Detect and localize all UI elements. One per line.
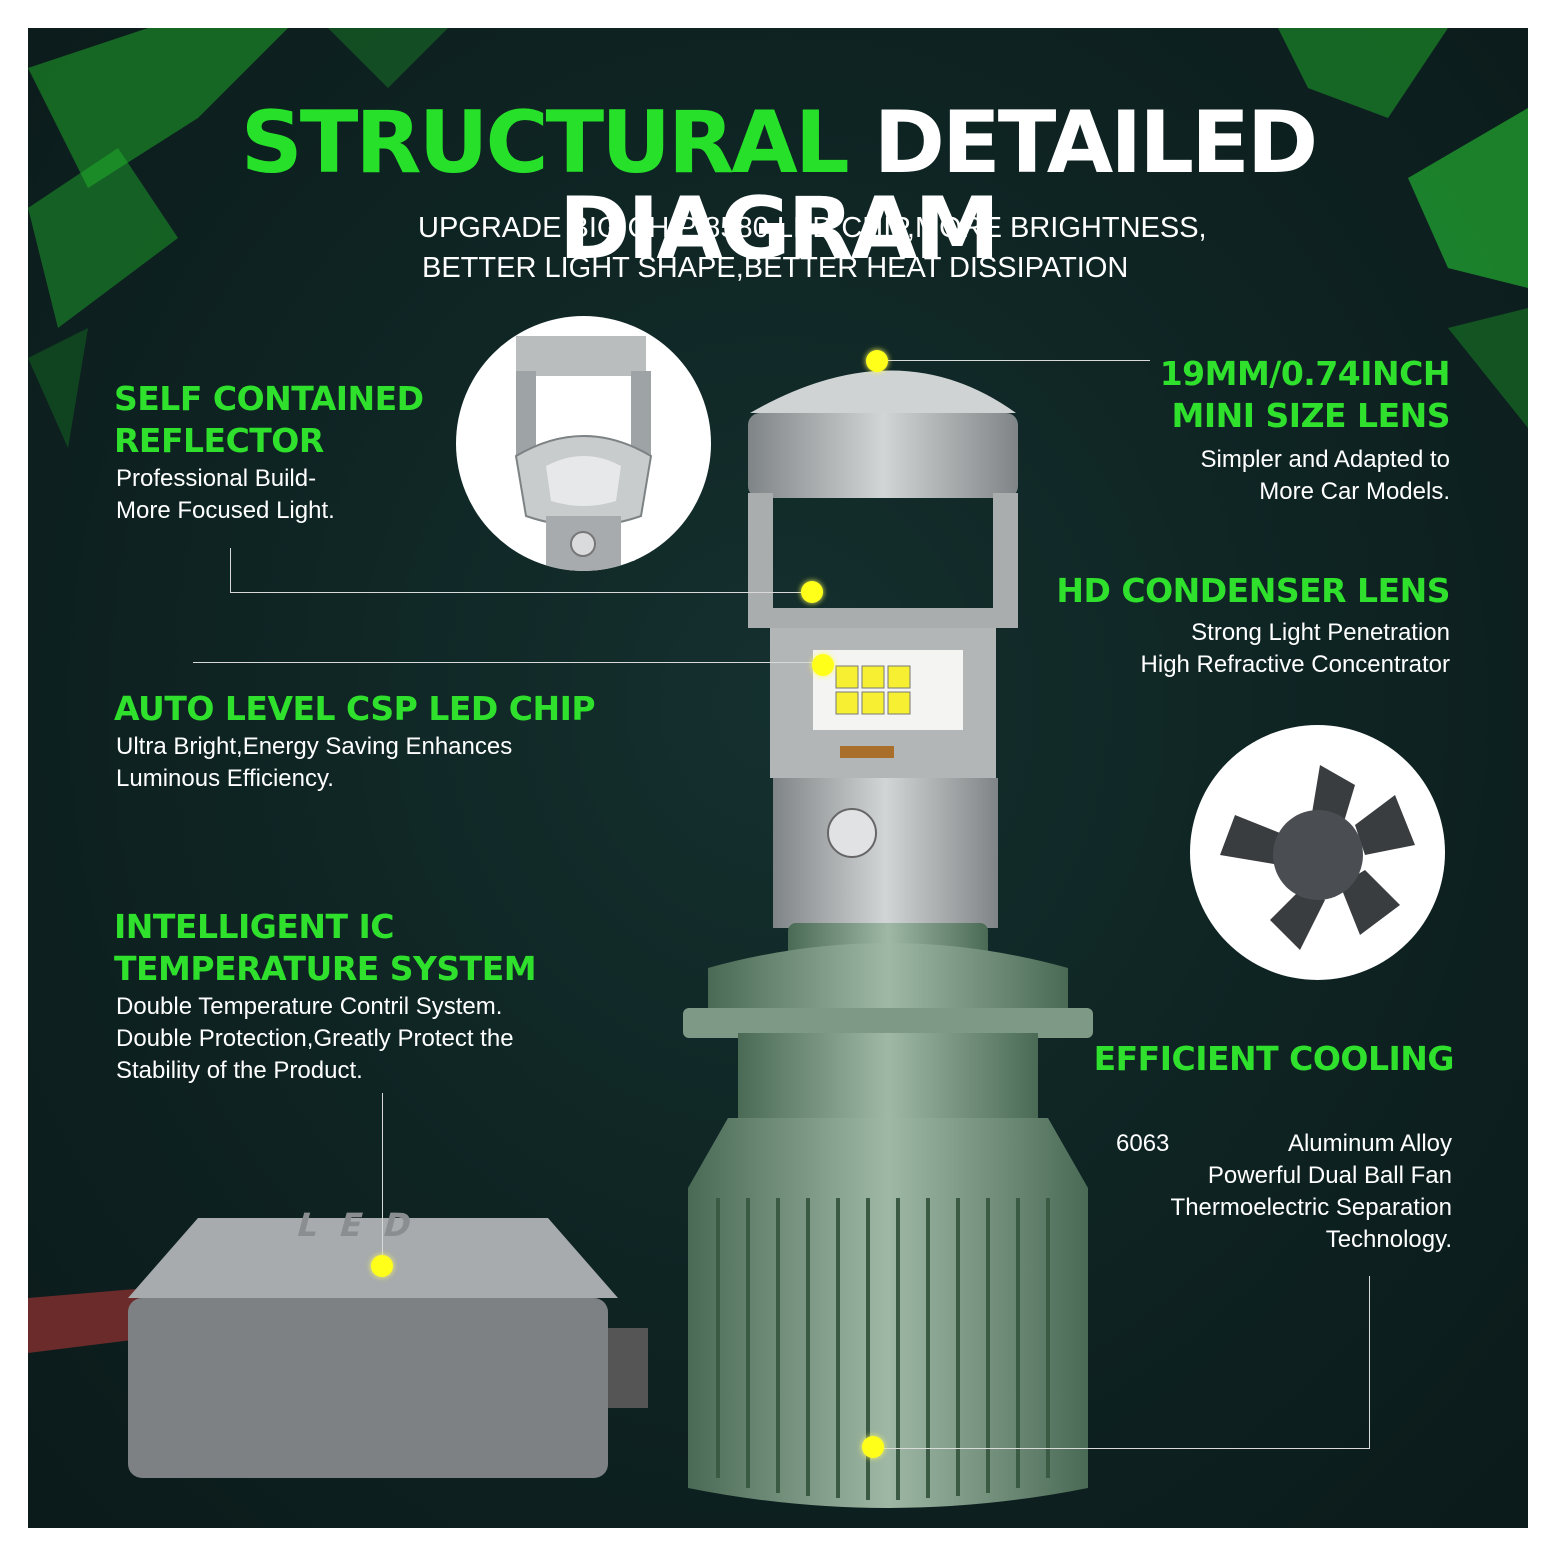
- led-bulb-illustration: [683, 370, 1093, 1508]
- leader-reflector-v: [230, 548, 231, 593]
- chip-desc: Ultra Bright,Energy Saving Enhances Lumi…: [116, 733, 513, 792]
- title-white: DETAILED DIAGRAM: [559, 93, 1318, 279]
- leader-cooling-h: [874, 1448, 1370, 1449]
- cooling-desc-num: 6063: [1116, 1130, 1170, 1157]
- marker-lens: [866, 350, 888, 372]
- marker-chip: [812, 654, 834, 676]
- ic-title: INTELLIGENT IC TEMPERATURE SYSTEM: [114, 907, 537, 988]
- marker-reflector: [801, 581, 823, 603]
- title-green: STRUCTURAL: [240, 93, 850, 193]
- subtitle-line-1: UPGRADE BIG CHIP 8580 LED CHIP,MORE BRIG…: [418, 212, 1207, 244]
- lens-desc: Simpler and Adapted to More Car Models.: [1200, 446, 1450, 505]
- reflector-desc: Professional Build- More Focused Light.: [116, 465, 335, 524]
- leader-reflector-h: [230, 592, 810, 593]
- cooling-desc: Aluminum Alloy Powerful Dual Ball Fan Th…: [1170, 1130, 1452, 1253]
- ic-desc: Double Temperature Contril System. Doubl…: [116, 993, 514, 1084]
- leader-ic-v: [382, 1093, 383, 1265]
- condenser-desc: Strong Light Penetration High Refractive…: [1140, 619, 1450, 678]
- leader-chip-h: [193, 662, 823, 663]
- marker-ic: [371, 1255, 393, 1277]
- marker-cooling: [862, 1436, 884, 1458]
- leader-lens-h: [888, 360, 1150, 361]
- fan-zoom-circle: [1190, 725, 1445, 980]
- diagram-canvas: STRUCTURAL DETAILED DIAGRAM UPGRADE BIG …: [28, 28, 1528, 1528]
- subtitle: UPGRADE BIG CHIP 8580 LED CHIP,MORE BRIG…: [418, 208, 1238, 288]
- leader-cooling-v: [1369, 1276, 1370, 1448]
- cooling-title: EFFICIENT COOLING: [1093, 1039, 1455, 1078]
- reflector-title: SELF CONTAINED REFLECTOR: [114, 379, 424, 460]
- lens-title: 19MM/0.74INCH MINI SIZE LENS: [1159, 354, 1451, 435]
- reflector-zoom-circle: [456, 316, 711, 571]
- background-shards: [28, 28, 1528, 448]
- reflector-illustration: [514, 336, 653, 571]
- driver-box-text: LED: [292, 1206, 438, 1244]
- subtitle-line-2: BETTER LIGHT SHAPE,BETTER HEAT DISSIPATI…: [422, 252, 1129, 284]
- condenser-title: HD CONDENSER LENS: [1056, 571, 1450, 610]
- chip-title: AUTO LEVEL CSP LED CHIP: [114, 689, 596, 728]
- fan-icon: [1220, 765, 1415, 950]
- page-title: STRUCTURAL DETAILED DIAGRAM: [28, 100, 1528, 272]
